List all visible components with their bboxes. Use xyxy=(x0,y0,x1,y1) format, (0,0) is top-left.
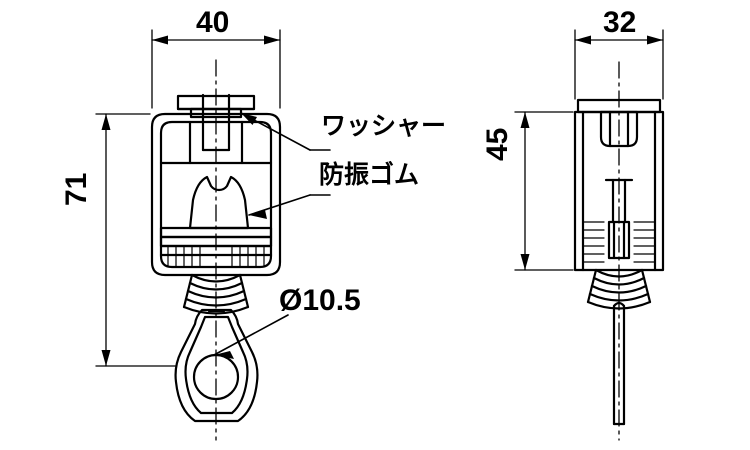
dim-label-width-side: 32 xyxy=(603,6,637,39)
side-inner-stem xyxy=(604,178,634,260)
side-hatch xyxy=(582,221,656,263)
side-bolt-head xyxy=(599,110,639,148)
side-tail xyxy=(612,301,626,426)
dim-32 xyxy=(574,29,664,100)
annotation-label-washer: ワッシャー xyxy=(321,112,447,140)
dim-label-hole-diameter: Ø10.5 xyxy=(279,284,361,317)
leader-washer xyxy=(240,112,331,151)
dim-71 xyxy=(95,113,177,367)
dim-label-height-front: 71 xyxy=(60,172,93,206)
front-rubber-damper xyxy=(188,175,250,230)
dim-45 xyxy=(514,111,574,271)
dim-label-height-side: 45 xyxy=(481,127,514,161)
front-bottom-hatch xyxy=(167,245,265,268)
dim-label-width-front: 40 xyxy=(196,6,230,39)
front-bottom-plate-stack xyxy=(159,226,273,257)
side-spring xyxy=(586,268,652,310)
front-inner-shelf xyxy=(159,120,273,165)
leader-hole-diameter xyxy=(213,314,289,359)
front-spring xyxy=(182,273,250,315)
front-body-outline xyxy=(150,112,282,277)
annotation-label-rubber: 防振ゴム xyxy=(319,161,420,189)
leader-rubber xyxy=(248,194,331,219)
dim-40 xyxy=(151,29,281,109)
side-body-outline xyxy=(573,110,665,272)
